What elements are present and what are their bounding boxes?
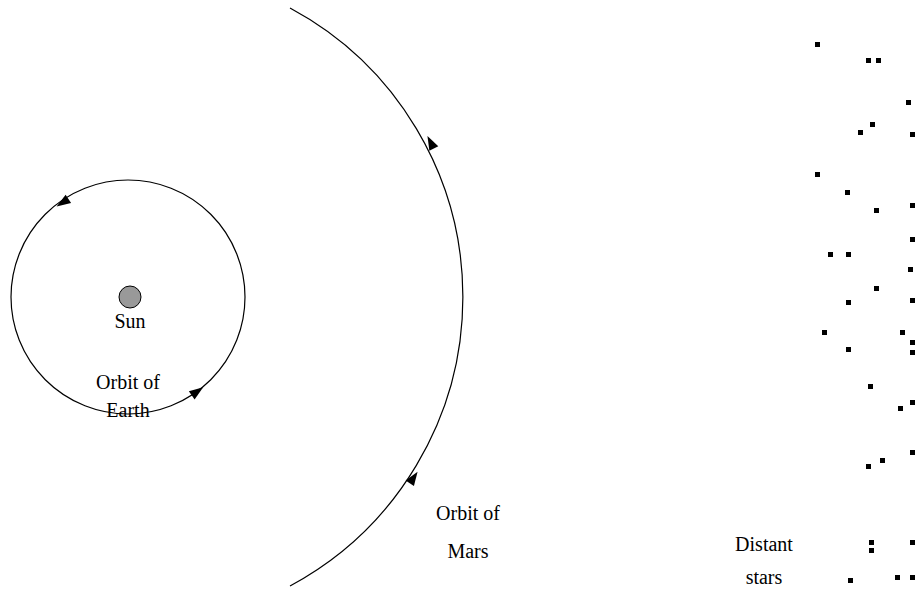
orbit-label: Orbit of Mars [427, 494, 509, 570]
distant-stars [815, 42, 915, 583]
earth-orbit-arrow [189, 383, 206, 399]
mars-orbit-arrow [406, 469, 422, 486]
stars-label: Distant stars [729, 528, 799, 594]
sun-disc [119, 286, 141, 308]
mars-orbit [290, 8, 463, 586]
orbit-label: Orbit of Earth [87, 368, 169, 424]
mars-orbit-arrow [423, 134, 438, 151]
earth-orbit-arrow [54, 195, 71, 211]
sun-label: Sun [114, 309, 145, 333]
